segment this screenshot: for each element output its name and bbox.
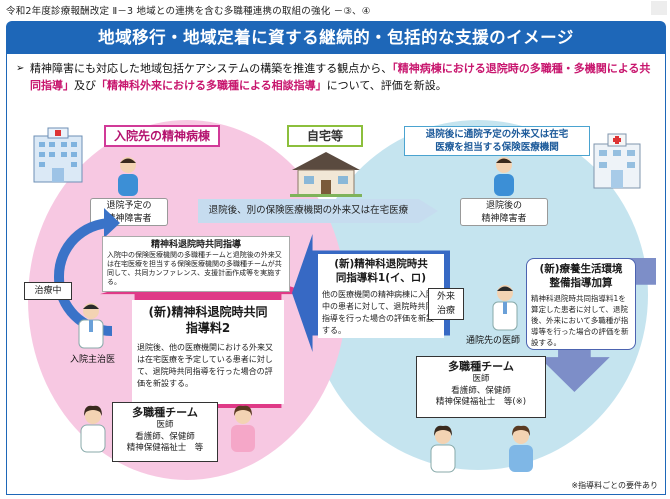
intro-highlight-2: 「精神科外来における多職種による相談指導」 <box>96 79 327 92</box>
title-bar: 地域移行・地域定着に資する継続的・包括的な支援のイメージ <box>6 21 666 54</box>
patient-illustration-right <box>494 157 514 196</box>
in-treatment-tag: 治療中 <box>24 282 72 300</box>
joint-guidance-title: 精神科退院時共同指導 <box>150 240 241 250</box>
new-discharge-fee-1-body: 他の医療機関の精神病棟に入院中の患者に対して、退院時共同指導を行った場合の評価を… <box>322 290 434 335</box>
staff-illustration-right-1 <box>430 425 456 473</box>
new-discharge-fee-2-body: 退院後、他の医療機関における外来又は在宅医療を予定している患者に対して、退院時共… <box>137 343 273 388</box>
page-title: 地域移行・地域定着に資する継続的・包括的な支援のイメージ <box>98 28 574 47</box>
joint-guidance-box: 精神科退院時共同指導 入院中の保険医療機関の多職種チームと退院後の外来又は在宅医… <box>102 236 290 292</box>
intro-highlight-1: 「精神病棟における退院時の多職種・多機関による共同指導」 <box>30 62 651 92</box>
living-environment-addition-box: (新)療養生活環境 整備指導加算 精神科退院時共同指導料1を算定した患者に対して… <box>526 258 636 350</box>
home-label: 自宅等 <box>287 125 363 147</box>
footnote: ※指導料ごとの要件あり <box>571 481 658 490</box>
new-discharge-fee-2-title: (新)精神科退院時共同 指導料2 <box>148 305 268 335</box>
intro-seg3: について、評価を新設。 <box>326 79 447 92</box>
clinic-building-icon <box>593 133 641 189</box>
inpatient-doctor-illustration <box>78 303 104 349</box>
team-right-title: 多職種チーム <box>448 360 514 373</box>
living-environment-addition-body: 精神科退院時共同指導料1を算定した患者に対して、退院後、外来において多職種が指導… <box>531 294 629 347</box>
new-discharge-fee-1-box: (新)精神科退院時共 同指導料1(イ、ロ) 他の医療機関の精神病棟に入院中の患者… <box>318 254 444 338</box>
living-environment-addition-title: (新)療養生活環境 整備指導加算 <box>539 263 623 289</box>
outpatient-doctor-label: 通院先の医師 <box>466 336 521 346</box>
home-house-icon <box>290 152 362 197</box>
intro-text: ➢ 精神障害にも対応した地域包括ケアシステムの構築を推進する観点から、「精神病棟… <box>16 60 656 94</box>
hospital-ward-label: 入院先の精神病棟 <box>104 125 220 147</box>
treatment-loop-arrowhead-icon <box>104 208 120 238</box>
team-box-right: 多職種チーム 医師 看護師、保健師 精神保健福祉士 等(※) <box>416 356 546 418</box>
team-left-title: 多職種チーム <box>132 406 198 419</box>
page-number-box <box>651 1 667 15</box>
joint-guidance-body: 入院中の保険医療機関の多職種チームと退院後の外来又は在宅医療を担当する保険医療機… <box>107 251 282 286</box>
staff-illustration-right-2 <box>509 425 533 472</box>
inpatient-doctor-label: 入院主治医 <box>70 355 116 365</box>
outpatient-institution-label: 退院後に通院予定の外来又は在宅 医療を担当する保険医療機関 <box>404 126 590 156</box>
discharge-band-arrow: 退院後、別の保険医療機関の外来又は在宅医療 <box>198 199 438 223</box>
intro-seg2: 及び <box>74 79 96 92</box>
bullet-arrow-icon: ➢ <box>16 63 25 74</box>
new-discharge-fee-2-box: (新)精神科退院時共同 指導料2 退院後、他の医療機関における外来又は在宅医療を… <box>132 300 284 404</box>
post-discharge-patient-box: 退院後の 精神障害者 <box>460 198 548 226</box>
discharge-band-text: 退院後、別の保険医療機関の外来又は在宅医療 <box>208 205 409 216</box>
outpatient-doctor-illustration <box>492 285 518 331</box>
staff-illustration-left-1 <box>80 405 106 453</box>
hospital-building-icon <box>33 127 83 183</box>
staff-illustration-left-2 <box>231 405 255 452</box>
team-box-left: 多職種チーム 医師 看護師、保健師 精神保健福祉士 等 <box>112 402 218 462</box>
patient-illustration-left <box>118 157 138 196</box>
outpatient-treatment-tag: 外来 治療 <box>428 288 464 320</box>
intro-seg1: 精神障害にも対応した地域包括ケアシステムの構築を推進する観点から、 <box>30 62 393 75</box>
content-frame <box>6 54 666 495</box>
revision-header: 令和2年度診療報酬改定 Ⅱ－3 地域との連携を含む多職種連携の取組の強化 －③、… <box>6 6 371 17</box>
new-discharge-fee-1-title: (新)精神科退院時共 同指導料1(イ、ロ) <box>334 258 428 284</box>
